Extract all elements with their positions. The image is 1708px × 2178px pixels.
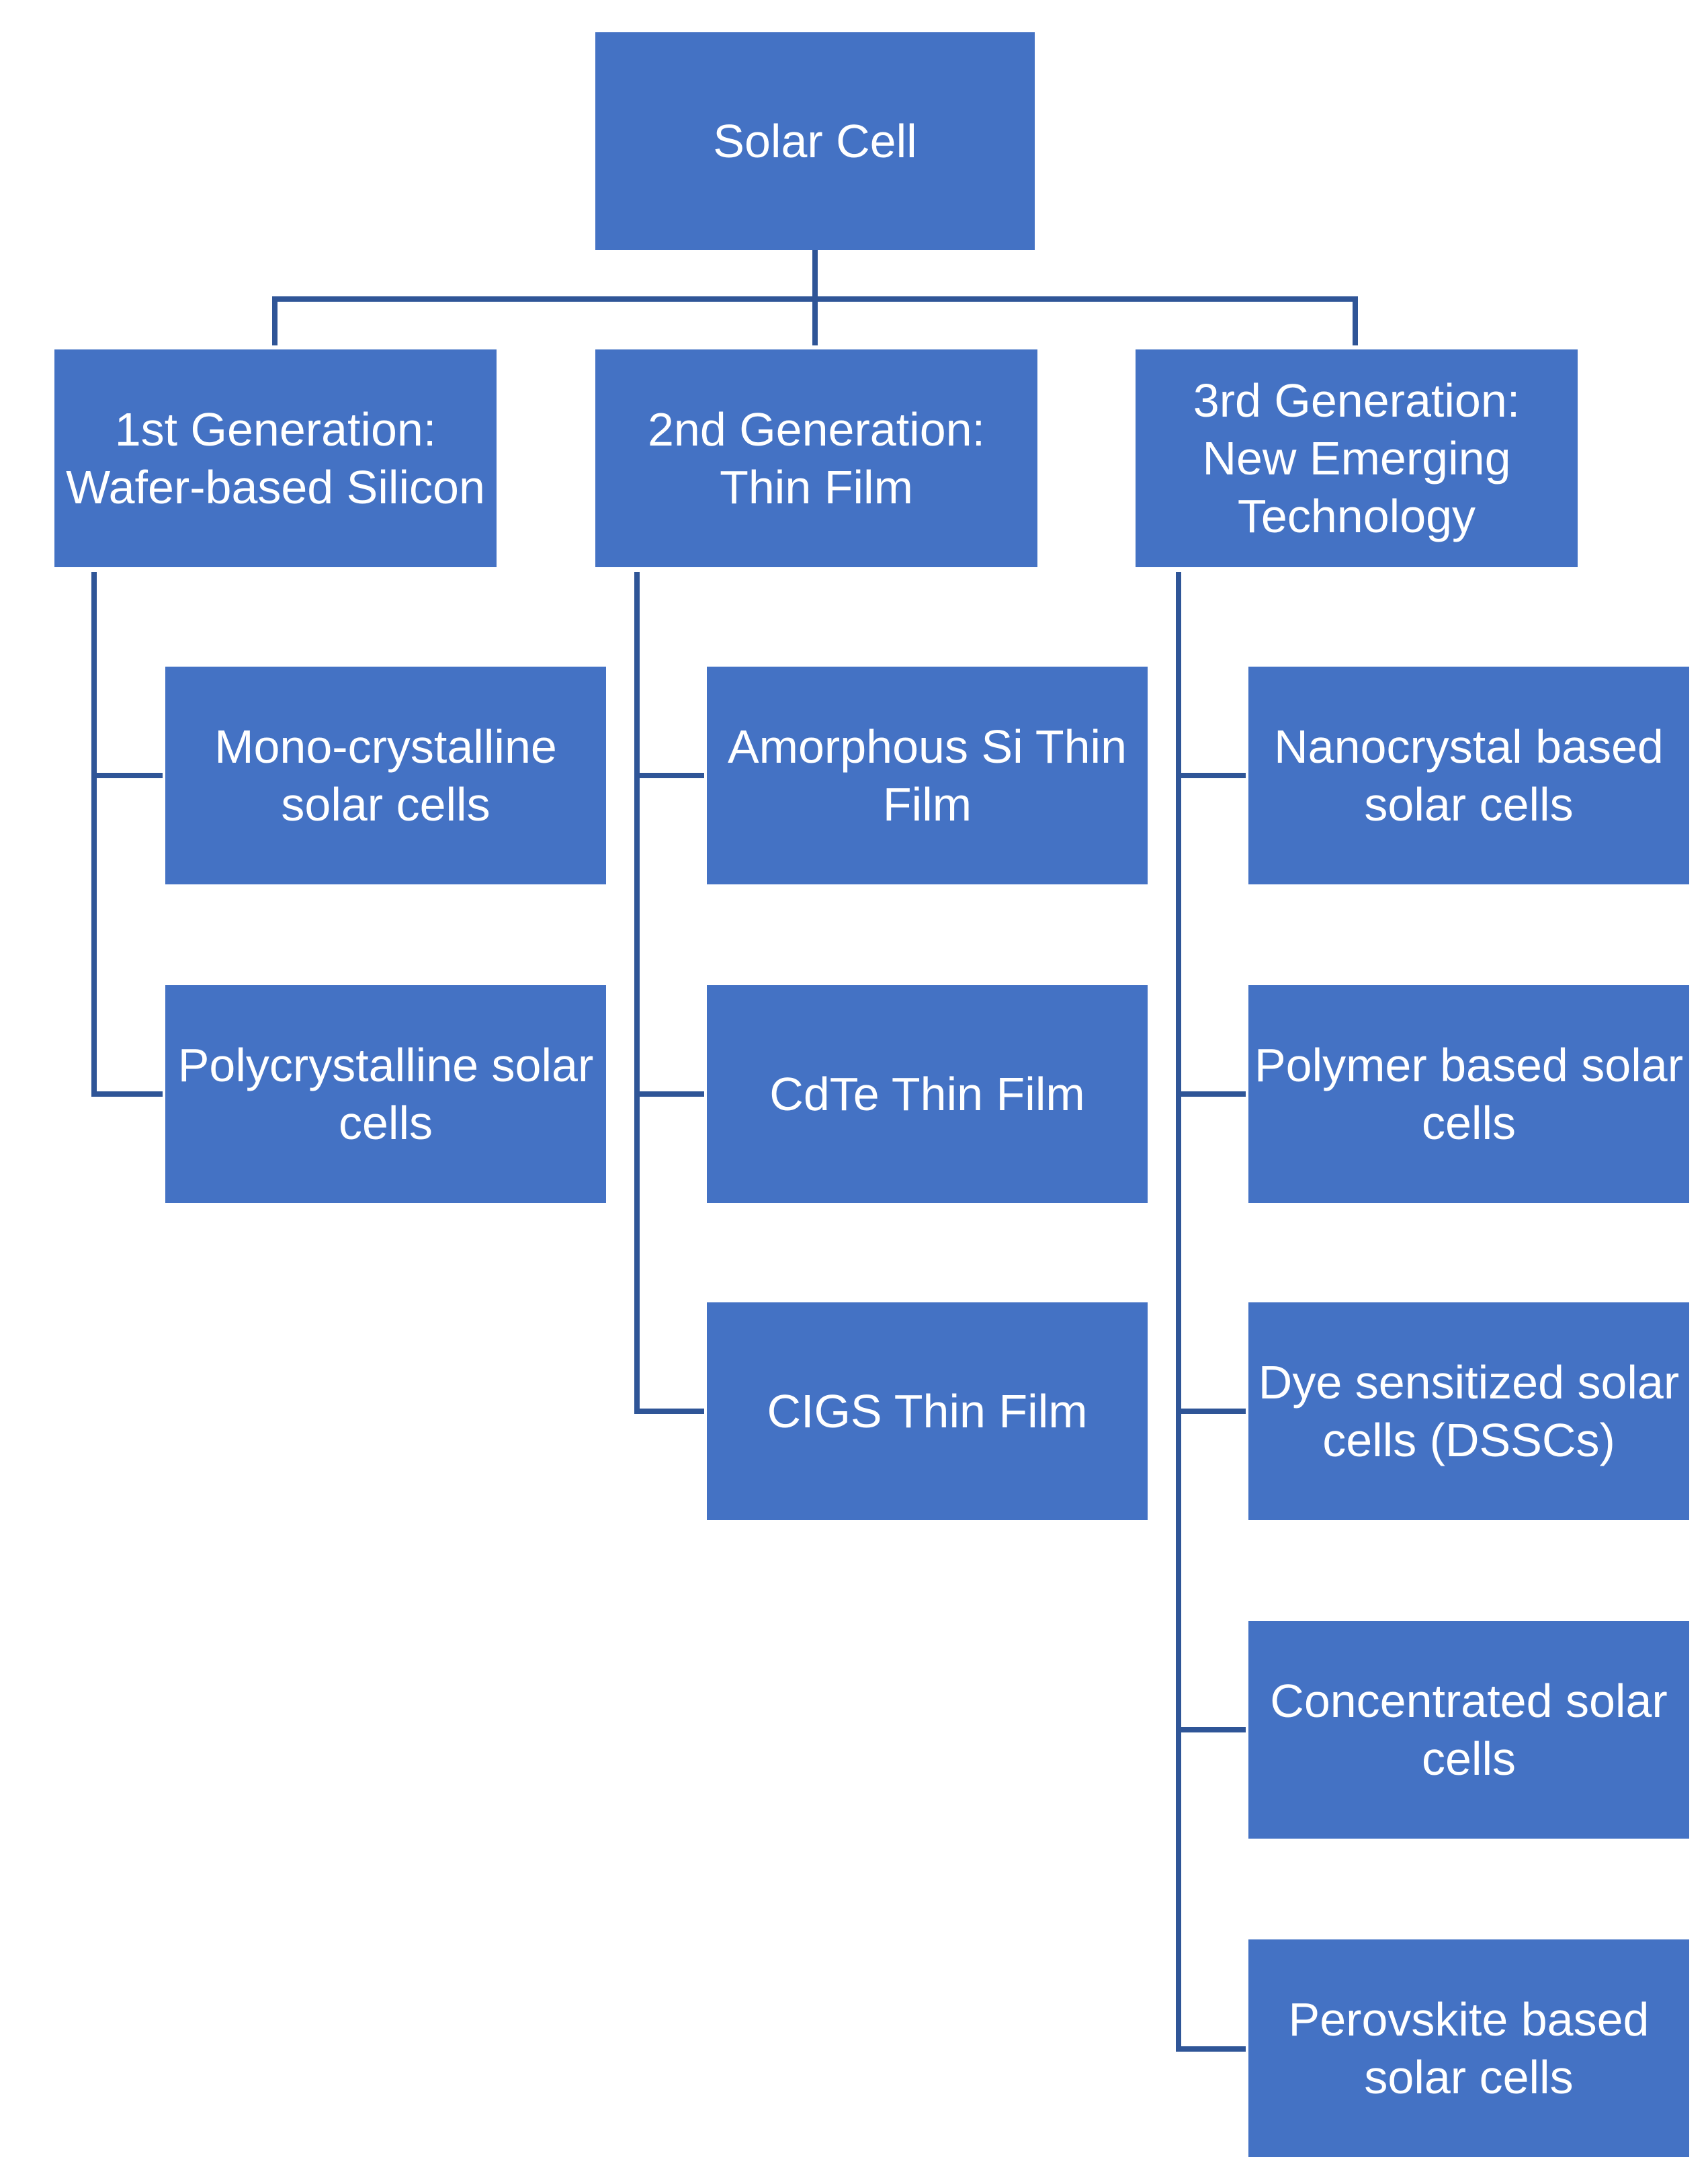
node-polycrystalline-label: Polycrystalline solar cells: [177, 1039, 594, 1149]
node-cdte-label: CdTe Thin Film: [769, 1068, 1085, 1120]
node-generation-1: 1st Generation: Wafer-based Silicon: [54, 349, 497, 567]
node-generation-2: 2nd Generation: Thin Film: [595, 349, 1037, 567]
node-mono-crystalline-label: Mono-crystalline solar cells: [214, 720, 557, 831]
node-polycrystalline: Polycrystalline solar cells: [165, 985, 606, 1203]
node-polymer-label: Polymer based solar cells: [1254, 1039, 1684, 1149]
node-perovskite-label: Perovskite based solar cells: [1288, 1993, 1650, 2103]
node-polymer: Polymer based solar cells: [1248, 985, 1689, 1203]
node-amorphous-si-label: Amorphous Si Thin Film: [727, 720, 1127, 831]
node-cigs-label: CIGS Thin Film: [767, 1385, 1088, 1437]
node-nanocrystal-label: Nanocrystal based solar cells: [1274, 720, 1664, 831]
node-cigs: CIGS Thin Film: [707, 1302, 1148, 1520]
node-generation-3-label: 3rd Generation: New Emerging Technology: [1193, 374, 1521, 542]
node-nanocrystal: Nanocrystal based solar cells: [1248, 667, 1689, 884]
node-generation-2-label: 2nd Generation: Thin Film: [647, 403, 986, 513]
node-solar-cell-label: Solar Cell: [713, 115, 917, 167]
node-generation-1-label: 1st Generation: Wafer-based Silicon: [66, 403, 485, 513]
node-solar-cell: Solar Cell: [595, 32, 1035, 250]
node-dssc: Dye sensitized solar cells (DSSCs): [1248, 1302, 1689, 1520]
node-mono-crystalline: Mono-crystalline solar cells: [165, 667, 606, 884]
node-generation-3: 3rd Generation: New Emerging Technology: [1136, 349, 1578, 567]
node-perovskite: Perovskite based solar cells: [1248, 1939, 1689, 2157]
node-dssc-label: Dye sensitized solar cells (DSSCs): [1258, 1356, 1680, 1466]
node-concentrated-label: Concentrated solar cells: [1270, 1675, 1668, 1785]
node-concentrated: Concentrated solar cells: [1248, 1621, 1689, 1839]
node-cdte: CdTe Thin Film: [707, 985, 1148, 1203]
node-amorphous-si: Amorphous Si Thin Film: [707, 667, 1148, 884]
